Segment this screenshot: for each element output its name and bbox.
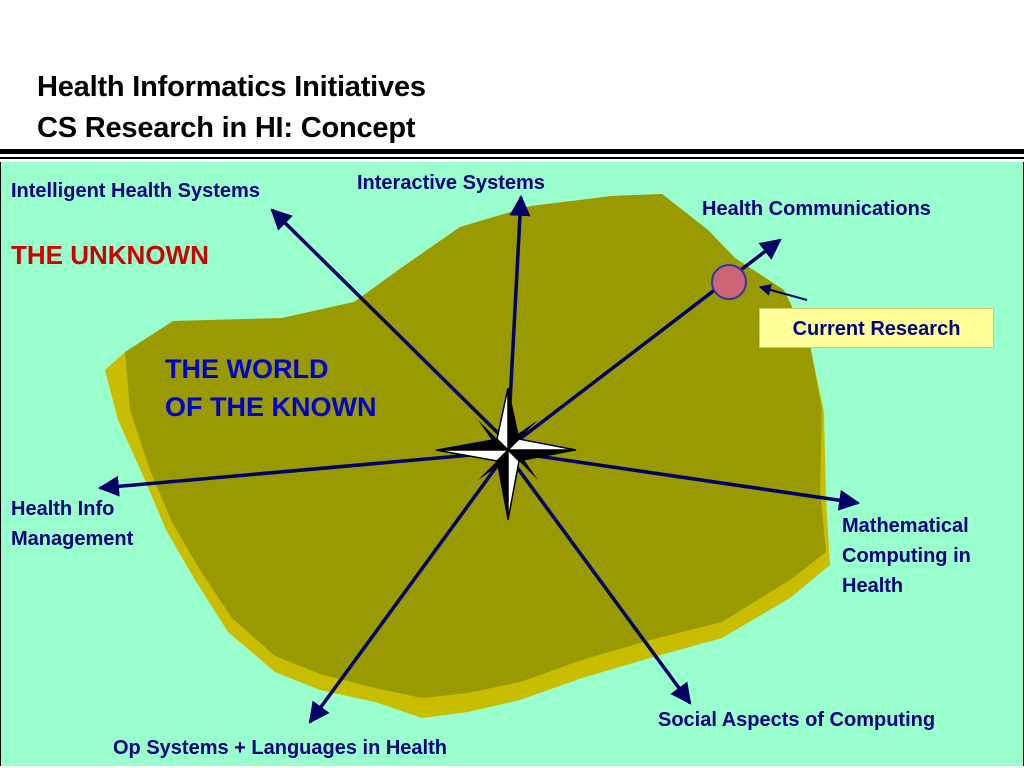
arrow-mathematical-computing (509, 450, 861, 511)
label-health-communications: Health Communications (702, 198, 931, 220)
research-marker-icon (711, 264, 747, 300)
label-world-of-known: THE WORLD OF THE KNOWN (165, 350, 376, 426)
label-op-systems: Op Systems + Languages in Health (113, 737, 447, 759)
label-world-of-known-line2: OF THE KNOWN (165, 392, 377, 422)
arrow-health-info-management (97, 450, 506, 497)
label-math-line2: Computing in (842, 545, 971, 567)
label-math-line1: Mathematical (842, 515, 969, 537)
slide-title: Health Informatics Initiatives (37, 71, 426, 103)
slide-subtitle: CS Research in HI: Concept (37, 112, 416, 144)
slide-header: Health Informatics Initiatives CS Resear… (0, 0, 1024, 150)
arrow-intelligent-health (270, 208, 507, 442)
label-math-line3: Health (842, 575, 904, 597)
arrow-op-systems (308, 453, 507, 724)
label-the-unknown: THE UNKNOWN (11, 240, 209, 270)
arrow-group (97, 194, 861, 724)
label-mathematical-computing: Mathematical Computing in Health (842, 511, 971, 601)
label-social-aspects: Social Aspects of Computing (658, 709, 936, 731)
label-health-info-line1: Health Info (11, 498, 115, 520)
current-research-pointer (758, 284, 808, 301)
label-intelligent-health-systems: Intelligent Health Systems (11, 180, 260, 202)
label-world-of-known-line1: THE WORLD (165, 354, 329, 384)
current-research-callout: Current Research (759, 308, 994, 348)
compass-rose-icon (435, 387, 577, 521)
arrow-social-aspects (506, 453, 692, 705)
label-health-info-management: Health Info Management (11, 494, 133, 554)
header-divider-thin (0, 157, 1024, 159)
label-interactive-systems: Interactive Systems (357, 172, 545, 194)
label-health-info-line2: Management (11, 528, 134, 550)
header-divider-thick (0, 149, 1024, 154)
